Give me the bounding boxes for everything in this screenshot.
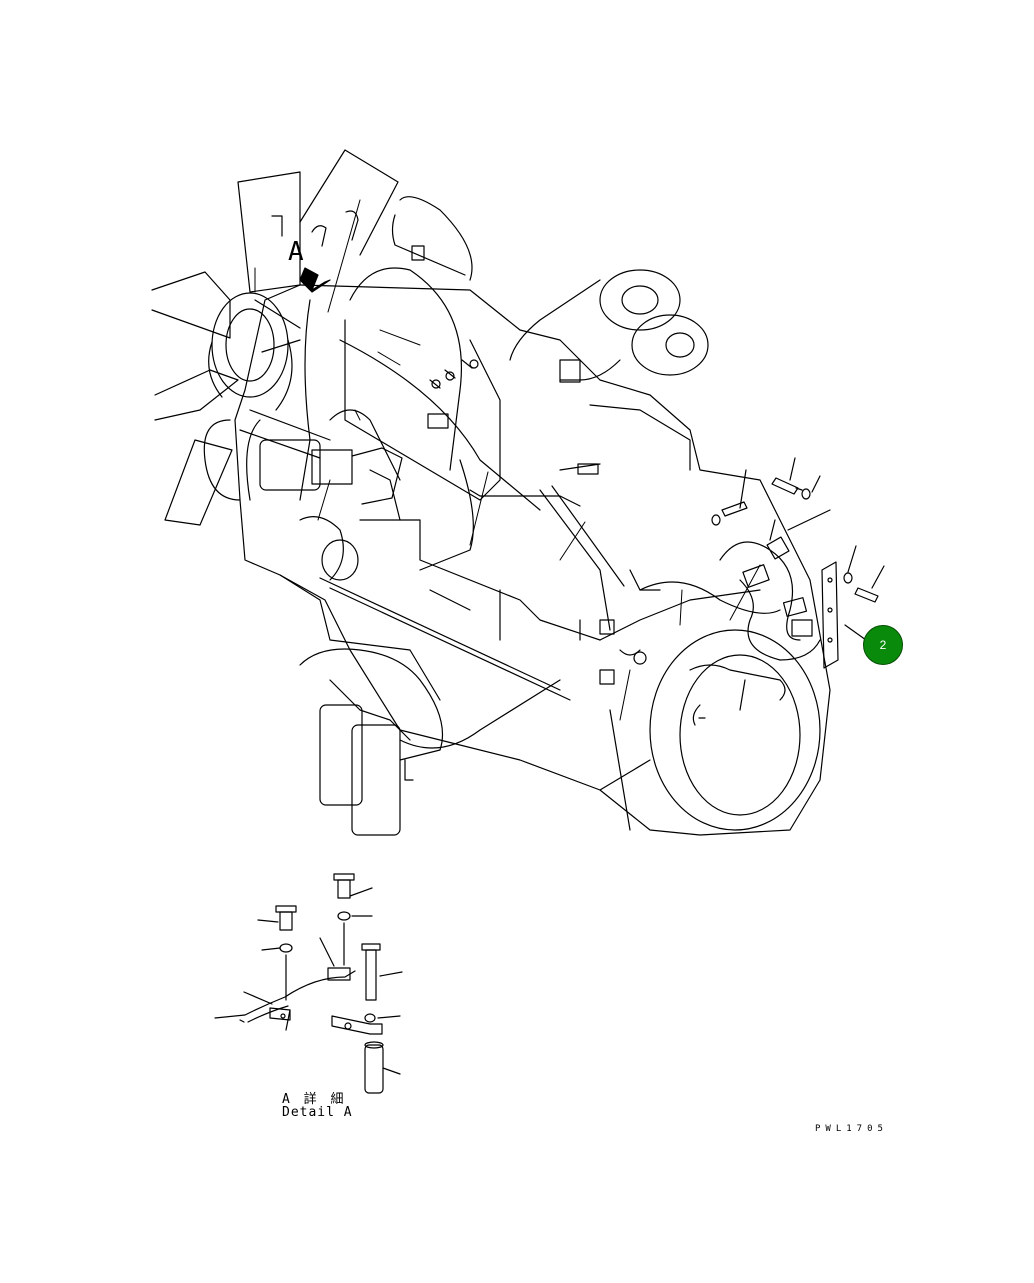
- view-letter-a: A: [288, 237, 304, 267]
- turbocharger: [509, 269, 709, 471]
- leader-lines: [254, 199, 761, 721]
- cooling-fan: [151, 171, 301, 526]
- fuel-filters: [299, 577, 571, 836]
- callout-2[interactable]: 2: [863, 625, 903, 665]
- mounting-plate: [821, 561, 839, 669]
- detail-label-english: Detail A: [282, 1105, 353, 1120]
- drawing-code: PWL1705: [815, 1124, 888, 1134]
- detail-a-view: [214, 873, 403, 1094]
- bolt-parts: [711, 457, 885, 641]
- engine-block: [234, 284, 831, 836]
- view-arrow: A: [271, 149, 399, 293]
- right-harness: [599, 536, 821, 701]
- flywheel-housing: [649, 629, 821, 831]
- detail-label-japanese: A 詳 細: [282, 1092, 347, 1107]
- starter-motor: [203, 409, 403, 581]
- intake-and-harness: [299, 196, 625, 641]
